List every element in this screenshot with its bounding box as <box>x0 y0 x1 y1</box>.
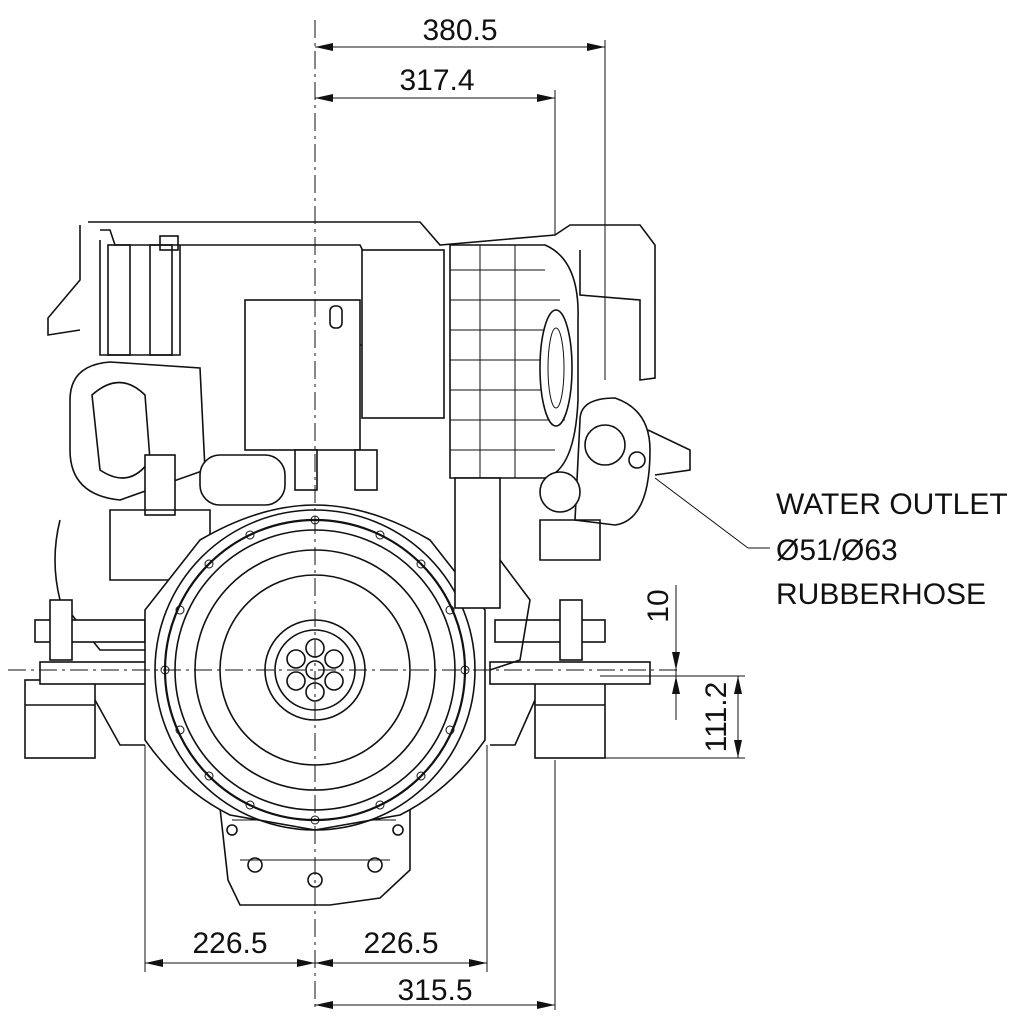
dimension-label-226-5-right: 226.5 <box>363 927 438 960</box>
dimension-label-111-2: 111.2 <box>700 682 733 753</box>
dimension-bottom-halves: 226.5 226.5 <box>145 927 487 967</box>
dimension-bottom-width: 315.5 <box>315 974 555 1009</box>
dimension-label-10: 10 <box>642 589 675 622</box>
center-lines <box>8 20 680 1012</box>
dimension-label-380-5: 380.5 <box>422 14 497 47</box>
engine-outline <box>24 221 691 906</box>
dimension-vertical-111-2: 111.2 <box>700 676 742 758</box>
dimension-vertical-10: 10 <box>642 585 680 720</box>
dimension-label-315-5: 315.5 <box>397 974 472 1007</box>
dimension-label-226-5-left: 226.5 <box>192 927 267 960</box>
callout-line-2: Ø51/Ø63 <box>776 534 898 567</box>
dimension-label-317-4: 317.4 <box>399 64 474 97</box>
extension-lines <box>144 40 745 1010</box>
callout-line-3: RUBBERHOSE <box>776 578 986 611</box>
dimension-top-inner: 317.4 <box>315 64 555 102</box>
water-outlet-callout: WATER OUTLET Ø51/Ø63 RUBBERHOSE <box>654 477 1008 611</box>
callout-line-1: WATER OUTLET <box>776 488 1008 521</box>
dimension-top-outer: 380.5 <box>315 14 605 51</box>
